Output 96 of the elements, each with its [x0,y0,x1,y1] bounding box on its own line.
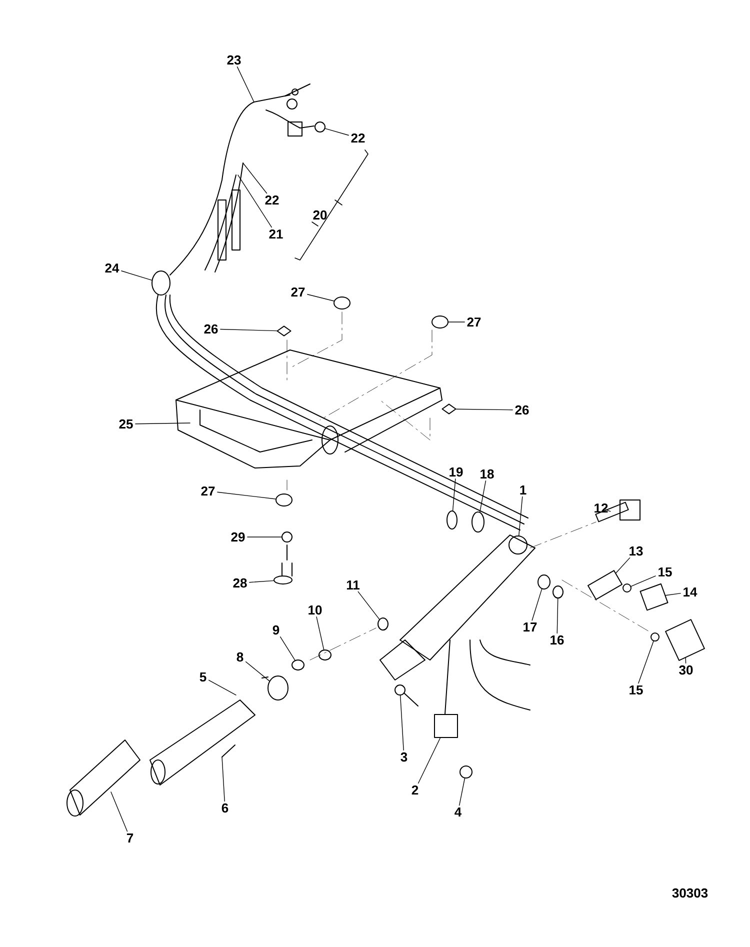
screw-head [394,684,406,696]
leader-line [324,128,349,136]
washer [552,586,564,598]
spring [318,650,332,660]
leader-line [245,661,270,682]
bolt-head [665,619,705,661]
callout-number: 29 [231,532,245,542]
callout-number: 25 [119,419,133,429]
bushing [268,676,288,700]
grommet [152,270,170,296]
callout-number: 26 [204,324,218,334]
callout-number: 17 [524,622,537,632]
leader-line [452,478,456,511]
washer [650,632,660,642]
callout-number: 21 [269,229,283,239]
nut [460,766,472,778]
callout-number: 28 [233,578,247,588]
leader-line [220,328,278,332]
leader-line [458,778,466,806]
callout-number: 12 [594,503,608,513]
bushing [378,618,388,630]
leader-line [616,557,630,574]
leader-line [247,536,282,538]
leader-line [135,422,190,424]
leader-line [638,640,654,684]
leader-line [222,756,225,802]
screw-head [274,576,292,584]
washer [446,510,458,530]
leader-line [418,738,441,784]
leader-line [238,174,272,228]
leader-line [456,408,513,410]
leader-line [217,492,276,500]
callout-number: 10 [308,605,322,615]
washer [538,574,550,590]
leader-line [208,680,236,696]
leader-line [249,580,274,583]
leader-line [110,792,128,832]
callout-number: 30 [679,665,693,675]
leader-line [307,294,334,302]
switch-block [434,714,458,738]
leader-line [358,591,380,620]
callout-number: 16 [550,635,564,645]
leader-line [121,270,152,281]
leader-line [685,658,686,664]
callout-number: 3 [400,752,408,762]
leader-line [400,695,404,751]
callout-number: 27 [201,486,215,496]
callout-number: 2 [412,785,418,795]
screw-head [282,532,292,542]
callout-number: 11 [346,580,360,590]
leader-line [532,588,542,621]
callout-number: 27 [467,317,481,327]
nut [314,122,326,132]
leader-line [518,496,523,536]
callout-number: 20 [313,210,327,220]
callout-number: 15 [630,685,643,695]
bushing [508,536,528,554]
callout-number: 14 [684,588,698,596]
drawing-number: 30303 [672,888,708,898]
leader-line [480,480,486,512]
callout-number: 22 [265,195,279,205]
callout-number: 19 [450,467,463,477]
clip [442,404,456,414]
washer [622,584,632,592]
clip [276,326,292,336]
callout-number: 18 [480,469,494,479]
washer [292,660,304,670]
grommet [432,316,448,328]
callout-number: 7 [126,834,134,842]
leader-line [242,162,268,194]
leader-line [665,592,681,596]
washer [472,512,484,532]
pin [595,502,629,522]
callout-number: 22 [351,133,365,143]
callout-number: 6 [222,803,228,813]
callout-number: 9 [272,625,280,635]
leader-line [316,616,324,650]
callout-number: 26 [515,405,529,415]
leader-line [556,598,558,634]
leader-line [280,636,296,660]
grommet [334,296,350,310]
leader-line [605,509,611,512]
callout-number: 24 [105,263,120,273]
callout-number: 13 [630,546,643,556]
callout-number: 15 [658,567,672,577]
bolt-head [640,583,668,611]
callout-number: 5 [200,672,206,682]
callout-number: 23 [227,55,241,65]
callout-number: 4 [454,808,462,816]
leader-line [236,66,254,102]
callout-number: 1 [520,486,526,494]
leader-line [630,576,656,587]
cam-plate [588,570,622,600]
callout-number: 8 [236,652,244,662]
grommet [276,494,292,506]
callout-number: 27 [291,287,305,297]
